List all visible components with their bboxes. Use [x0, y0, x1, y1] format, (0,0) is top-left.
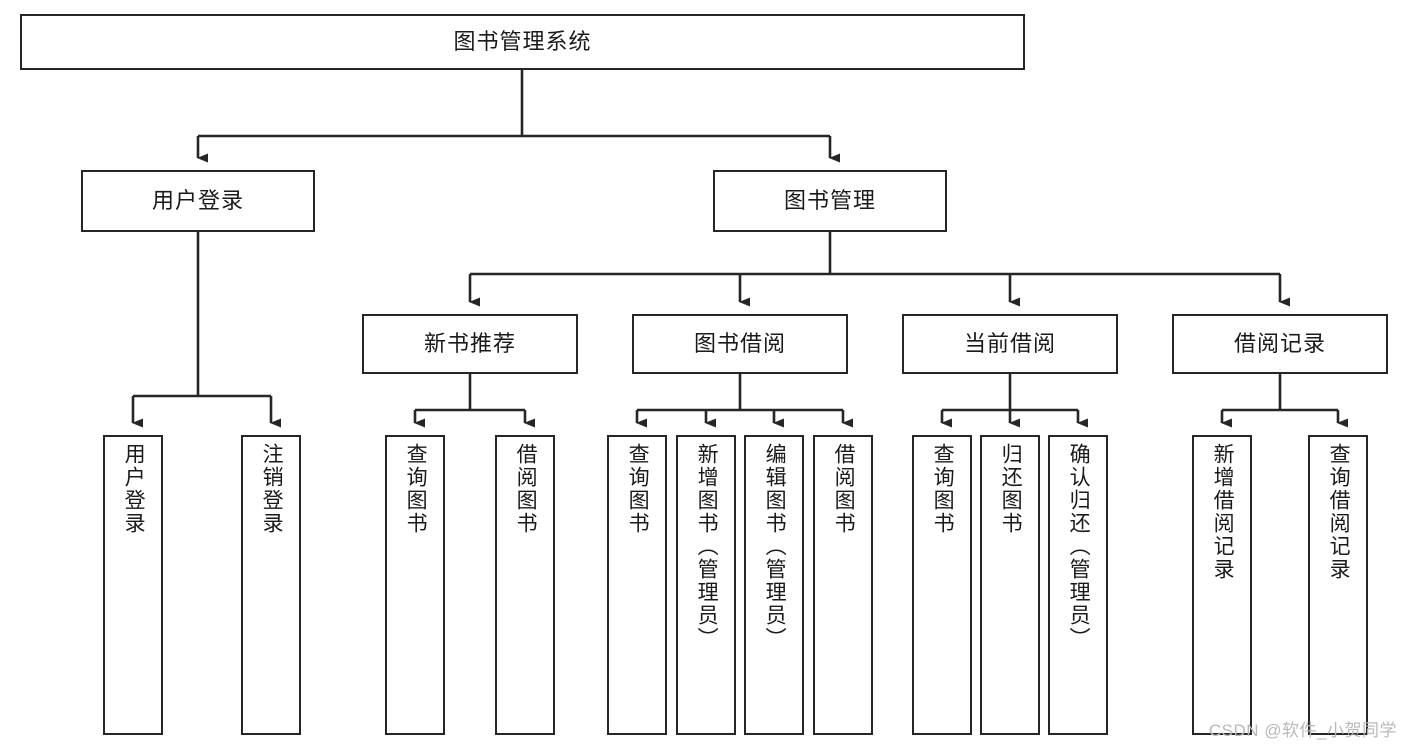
- node-root-system[interactable]: 图书管理系统: [20, 14, 1025, 70]
- leaf-borrow-borrow-book[interactable]: 借阅图书: [813, 435, 873, 735]
- leaf-user-login-login[interactable]: 用户登录: [103, 435, 163, 735]
- leaf-new-book-borrow[interactable]: 借阅图书: [495, 435, 555, 735]
- node-book-borrow[interactable]: 图书借阅: [632, 314, 848, 374]
- leaf-current-confirm-return-label: 确认归还（管理员）: [1067, 443, 1091, 650]
- leaf-record-add-label: 新增借阅记录: [1211, 443, 1235, 581]
- leaf-new-book-query-label: 查询图书: [404, 443, 428, 535]
- leaf-record-query[interactable]: 查询借阅记录: [1308, 435, 1368, 735]
- node-current-borrow-label: 当前借阅: [963, 331, 1056, 357]
- node-user-login-label: 用户登录: [151, 188, 244, 214]
- node-borrow-record-label: 借阅记录: [1233, 331, 1326, 357]
- leaf-borrow-query-book[interactable]: 查询图书: [607, 435, 667, 735]
- leaf-record-query-label: 查询借阅记录: [1327, 443, 1351, 581]
- leaf-borrow-edit-book[interactable]: 编辑图书（管理员）: [744, 435, 804, 735]
- node-borrow-record[interactable]: 借阅记录: [1172, 314, 1388, 374]
- leaf-user-login-login-label: 用户登录: [122, 443, 146, 535]
- node-book-management[interactable]: 图书管理: [713, 170, 947, 232]
- node-book-borrow-label: 图书借阅: [693, 331, 786, 357]
- node-current-borrow[interactable]: 当前借阅: [902, 314, 1118, 374]
- leaf-current-query-book-label: 查询图书: [931, 443, 955, 535]
- leaf-new-book-query[interactable]: 查询图书: [385, 435, 445, 735]
- leaf-borrow-borrow-book-label: 借阅图书: [832, 443, 856, 535]
- leaf-current-confirm-return[interactable]: 确认归还（管理员）: [1048, 435, 1108, 735]
- leaf-user-login-logout-label: 注销登录: [260, 443, 284, 535]
- node-new-book-recommend[interactable]: 新书推荐: [362, 314, 578, 374]
- node-user-login[interactable]: 用户登录: [81, 170, 315, 232]
- leaf-borrow-add-book-label: 新增图书（管理员）: [695, 443, 719, 650]
- leaf-current-return-book[interactable]: 归还图书: [980, 435, 1040, 735]
- leaf-user-login-logout[interactable]: 注销登录: [241, 435, 301, 735]
- leaf-borrow-edit-book-label: 编辑图书（管理员）: [763, 443, 787, 650]
- node-book-management-label: 图书管理: [783, 188, 876, 214]
- leaf-current-return-book-label: 归还图书: [999, 443, 1023, 535]
- leaf-borrow-query-book-label: 查询图书: [626, 443, 650, 535]
- node-new-book-recommend-label: 新书推荐: [423, 331, 516, 357]
- leaf-new-book-borrow-label: 借阅图书: [514, 443, 538, 535]
- csdn-watermark: CSDN @软件_小贺同学: [1208, 721, 1397, 740]
- leaf-record-add[interactable]: 新增借阅记录: [1192, 435, 1252, 735]
- leaf-borrow-add-book[interactable]: 新增图书（管理员）: [676, 435, 736, 735]
- node-root-system-label: 图书管理系统: [453, 29, 592, 55]
- leaf-current-query-book[interactable]: 查询图书: [912, 435, 972, 735]
